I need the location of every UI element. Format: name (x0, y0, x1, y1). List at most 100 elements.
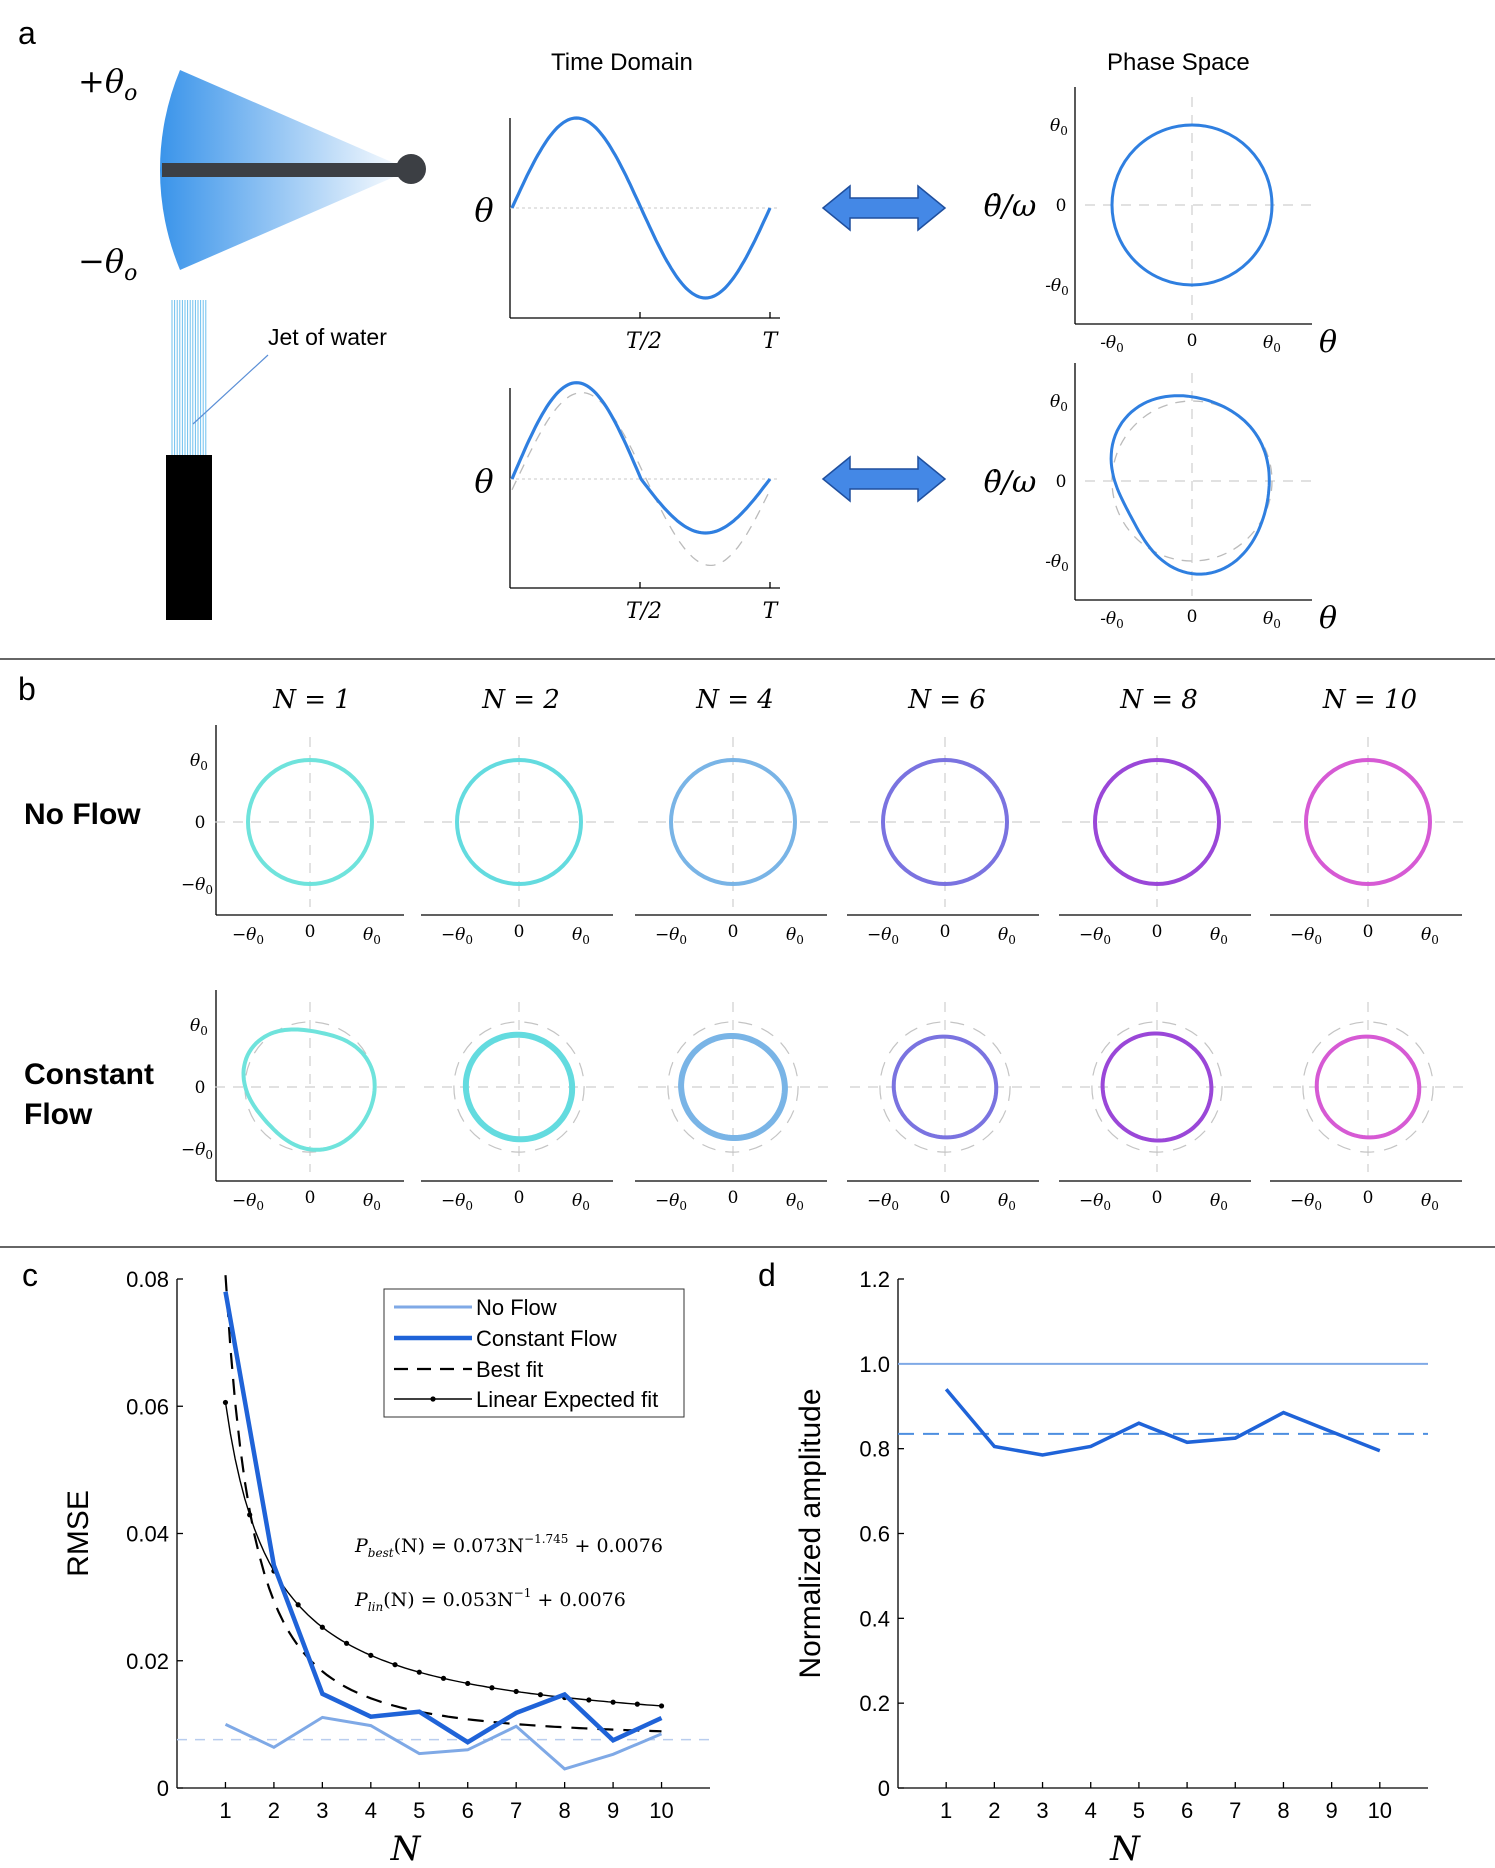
x-tick-theta0: θ0 (998, 1191, 1016, 1213)
x-tick-zero: 0 (514, 1188, 525, 1208)
phase-y-tick-theta0: θ0 (1050, 392, 1068, 414)
time-domain-curve (510, 116, 772, 300)
panel-letter-c: c (22, 1257, 38, 1293)
y-tick-neg-theta0: −θ0 (181, 875, 213, 897)
time-tick-label-half-T: T/2 (626, 329, 662, 354)
legend-item-no-flow-label: No Flow (476, 1295, 557, 1320)
x-tick-zero: 0 (728, 1188, 739, 1208)
phase-orbit (1093, 758, 1221, 886)
phase-ideal-orbit (1111, 400, 1273, 562)
phase-orbit-flow (891, 1034, 999, 1140)
x-tick-label: 9 (1326, 1798, 1338, 1823)
linear-fit-marker (658, 1703, 665, 1709)
nozzle (166, 455, 212, 620)
x-tick-theta0: θ0 (572, 925, 590, 947)
double-arrow-icon (821, 184, 947, 232)
panel-letter-b: b (18, 671, 36, 707)
x-tick-neg-theta0: −θ0 (232, 1191, 264, 1213)
row-label-flow: Flow (24, 1098, 93, 1131)
linear-fit-marker (513, 1688, 519, 1695)
x-tick-zero: 0 (1363, 1188, 1374, 1208)
series-line-constant-flow (223, 1291, 663, 1745)
phase-orbit (1304, 758, 1432, 886)
phase-x-tick-zero: 0 (1187, 331, 1198, 351)
y-tick-label: 0.8 (859, 1437, 890, 1462)
time-y-label: θ (474, 462, 493, 500)
phase-orbit-distorted (1109, 394, 1271, 576)
phase-y-tick-zero: 0 (1056, 472, 1067, 492)
y-tick-label: 0.06 (126, 1394, 169, 1419)
x-tick-theta0: θ0 (1210, 1191, 1228, 1213)
x-tick-label: 3 (1036, 1798, 1048, 1823)
x-tick-neg-theta0: −θ0 (232, 925, 264, 947)
y-tick-label: 0.6 (859, 1522, 890, 1547)
linear-fit-marker (368, 1652, 374, 1658)
linear-fit-marker (392, 1662, 398, 1668)
linear-fit-marker (440, 1675, 447, 1681)
legend-item-linear-expected-fit-label: Linear Expected fit (476, 1387, 658, 1412)
linear-fit-marker (295, 1602, 301, 1608)
x-tick-label: 9 (607, 1798, 619, 1823)
water-jet (171, 300, 207, 455)
row-label-no-flow: No Flow (24, 798, 141, 831)
x-tick-zero: 0 (1152, 1188, 1163, 1208)
x-tick-label: 2 (268, 1798, 280, 1823)
x-tick-label: 1 (219, 1798, 231, 1823)
y-tick-label: 0.2 (859, 1691, 890, 1716)
y-tick-label: 1.0 (859, 1352, 890, 1377)
x-tick-theta0: θ0 (1421, 925, 1439, 947)
y-tick-zero: 0 (195, 813, 206, 833)
y-tick-theta0: θ0 (190, 751, 208, 773)
phase-y-tick-zero: 0 (1056, 196, 1067, 216)
x-tick-neg-theta0: −θ0 (441, 925, 473, 947)
y-tick-label: 0.4 (859, 1606, 890, 1631)
phase-x-tick-neg-theta0: -θ0 (1100, 609, 1124, 631)
phase-orbit-flow (1314, 1034, 1422, 1140)
phase-ideal-orbit (453, 1021, 585, 1153)
linear-fit-marker (222, 1399, 229, 1406)
x-tick-neg-theta0: −θ0 (867, 925, 899, 947)
x-tick-label: 4 (1085, 1798, 1097, 1823)
x-tick-neg-theta0: −θ0 (1079, 1191, 1111, 1213)
time-domain-title: Time Domain (551, 49, 693, 76)
x-tick-zero: 0 (728, 922, 739, 942)
y-tick-neg-theta0: −θ0 (181, 1140, 213, 1162)
phase-ideal-orbit (1302, 1021, 1434, 1153)
y-tick-label: 1.2 (859, 1267, 890, 1292)
x-tick-label: 7 (510, 1798, 522, 1823)
phase-y-tick-theta0: θ0 (1050, 116, 1068, 138)
x-tick-zero: 0 (940, 922, 951, 942)
x-tick-zero: 0 (305, 922, 316, 942)
column-label: N = 4 (695, 685, 774, 715)
phase-orbit-flow (1100, 1031, 1214, 1143)
x-tick-zero: 0 (514, 922, 525, 942)
column-label: N = 1 (272, 685, 351, 715)
phase-x-label: θ (1319, 325, 1337, 360)
double-arrow-icon (821, 455, 947, 503)
linear-fit-marker (610, 1699, 616, 1705)
y-tick-label: 0.04 (126, 1522, 169, 1547)
x-tick-label: 6 (462, 1798, 474, 1823)
x-axis-label: N (1109, 1829, 1141, 1868)
x-tick-theta0: θ0 (363, 925, 381, 947)
phase-x-label: θ (1319, 601, 1337, 636)
phase-ideal-orbit (667, 1021, 799, 1153)
series-line-best-fit (224, 1275, 662, 1733)
time-tick-label-T: T (763, 599, 780, 624)
linear-fit-marker (634, 1701, 640, 1707)
y-axis-label: RMSE (62, 1490, 95, 1577)
legend-item-linear-expected-fit-marker (430, 1396, 436, 1402)
phase-x-tick-theta0: θ0 (1263, 609, 1281, 631)
x-tick-label: 4 (365, 1798, 377, 1823)
time-tick-label-half-T: T/2 (626, 599, 662, 624)
pendulum-bob (396, 154, 426, 184)
x-tick-label: 10 (649, 1798, 673, 1823)
x-tick-label: 1 (940, 1798, 952, 1823)
x-tick-neg-theta0: −θ0 (1290, 925, 1322, 947)
x-tick-theta0: θ0 (363, 1191, 381, 1213)
x-tick-neg-theta0: −θ0 (441, 1191, 473, 1213)
x-tick-zero: 0 (305, 1188, 316, 1208)
